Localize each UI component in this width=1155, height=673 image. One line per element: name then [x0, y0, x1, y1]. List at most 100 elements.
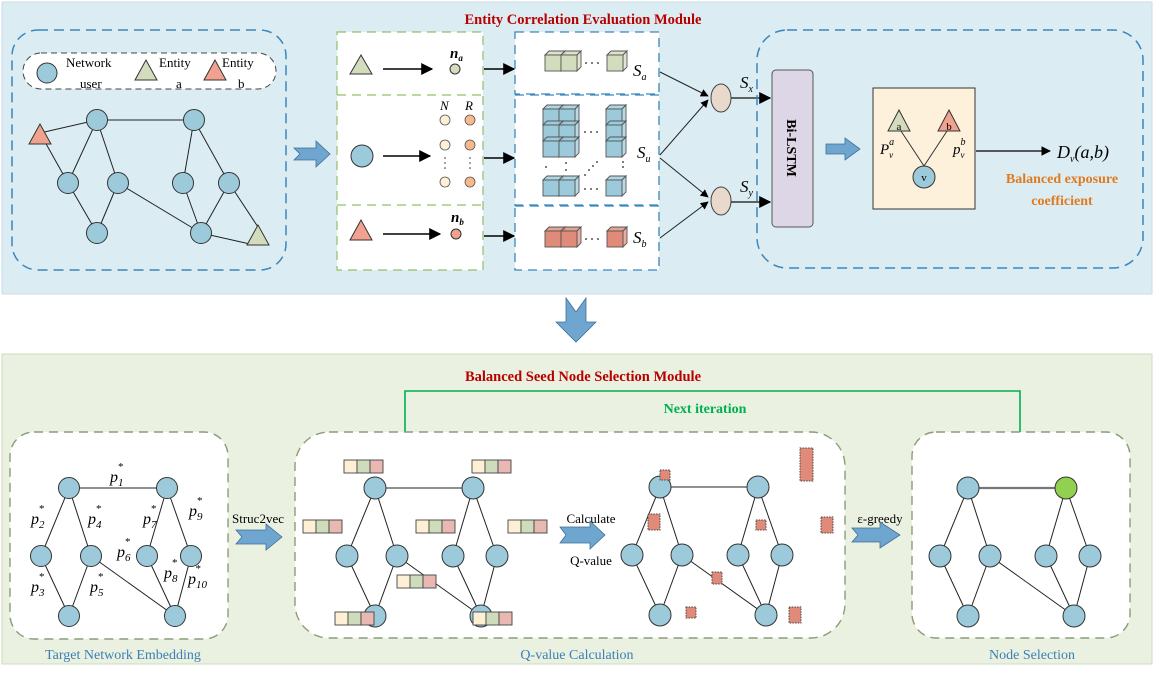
- ellipsis-dot: [622, 161, 624, 163]
- cube: [559, 49, 583, 73]
- user-node: [107, 172, 129, 194]
- ellipsis-dot: [545, 166, 547, 168]
- graph-node: [620, 543, 644, 567]
- n-r-encoding-nodes: [439, 114, 476, 188]
- ellipsis-dot: [592, 165, 594, 167]
- triad-v-label: v: [921, 172, 927, 184]
- edge-label-p6: p6*: [116, 536, 131, 564]
- entity-b-node: [937, 108, 961, 132]
- graph-edge: [374, 487, 398, 557]
- vector-cell: [497, 459, 512, 474]
- graph-edge: [757, 486, 783, 556]
- vector-cell: [315, 519, 330, 534]
- next-iteration-loop: [399, 390, 1021, 444]
- cube: [605, 225, 629, 249]
- s-y-symbol: Sy: [740, 177, 754, 199]
- graph-node: [1078, 544, 1102, 568]
- graph-node: [180, 545, 202, 567]
- ellipsis-dot: [596, 161, 598, 163]
- entity-a-legend-icon: [134, 58, 158, 81]
- ellipsis-dot: [588, 169, 590, 171]
- n-a-symbol: na: [450, 46, 463, 63]
- legend-entity-a-label: Entity: [159, 55, 191, 70]
- graph-edge: [1045, 487, 1067, 557]
- vector-cell: [360, 611, 375, 626]
- block-arrow-right-icon: [825, 137, 861, 161]
- r-column-label: R: [464, 98, 473, 113]
- q-value-bar: [755, 519, 767, 531]
- sequence-u-cubes: [541, 103, 628, 198]
- entity-a-node: [887, 108, 911, 132]
- p-a-symbol: Pva: [879, 137, 894, 160]
- graph-node: [461, 476, 485, 500]
- embedding-vector: [472, 611, 513, 626]
- output-label-2: coefficient: [1031, 194, 1093, 209]
- graph-node: [80, 545, 102, 567]
- user-node: [183, 109, 205, 131]
- vector-cell: [347, 611, 362, 626]
- entity-correlation-module: Entity Correlation Evaluation Module Net…: [1, 1, 1153, 295]
- graph-node: [335, 544, 359, 568]
- edge-probability-labels: p1*p2*p3*p4*p5*p6*p7*p8*p9*p10*: [30, 461, 208, 599]
- edge-label-p5: p5*: [89, 571, 104, 599]
- calculate-label: Calculate: [566, 511, 615, 526]
- graph-node: [363, 476, 387, 500]
- sequence-a-cubes: [543, 49, 629, 73]
- bottom-module-title: Balanced Seed Node Selection Module: [465, 369, 702, 385]
- bilstm-label: Bi-LSTM: [783, 119, 798, 177]
- legend-user-label: Network: [66, 55, 112, 70]
- legend-user-label-2: user: [80, 76, 102, 91]
- next-iteration-label: Next iteration: [664, 402, 747, 417]
- graph-edge: [631, 486, 661, 556]
- vector-cell: [472, 611, 487, 626]
- edge-label-p7: p7*: [142, 503, 157, 531]
- vector-cell: [428, 519, 443, 534]
- merge-arrows: [659, 71, 709, 239]
- merge-node-y: [710, 186, 732, 216]
- selected-seed-node: [1054, 476, 1078, 500]
- top-module-title: Entity Correlation Evaluation Module: [465, 12, 703, 28]
- sequence-b-cubes: [543, 225, 629, 249]
- cube: [557, 135, 581, 159]
- ellipsis-dot: [597, 62, 599, 64]
- edge-label-p9: p9*: [188, 495, 203, 523]
- vector-cell: [484, 459, 499, 474]
- q-value-bar: [711, 571, 723, 585]
- graph-node: [164, 605, 186, 627]
- node-selection-caption: Node Selection: [989, 648, 1075, 663]
- ellipsis-dot: [565, 162, 567, 164]
- graph-node: [441, 544, 465, 568]
- edge-label-p4: p4*: [87, 503, 102, 531]
- entity-b-encoding-node: [450, 228, 462, 240]
- ellipsis-dot: [597, 238, 599, 240]
- ellipsis-dot: [596, 188, 598, 190]
- graph-node: [670, 543, 694, 567]
- egreedy-label: ε-greedy: [857, 511, 903, 526]
- vector-cell: [328, 519, 343, 534]
- graph-node: [956, 604, 980, 628]
- cube: [605, 49, 629, 73]
- edge-label-p1: p1*: [109, 461, 124, 489]
- graph-node: [156, 477, 178, 499]
- ellipsis-dot: [585, 62, 587, 64]
- node-selection-panel: [911, 431, 1131, 639]
- vector-cell: [415, 519, 430, 534]
- input-network-nodes: [28, 109, 270, 246]
- vector-cell: [396, 574, 411, 589]
- encoding-panel: na N R nb: [336, 31, 484, 271]
- qvalue-label: Q-value: [570, 553, 612, 568]
- user-node: [190, 222, 212, 244]
- embedding-vector: [471, 459, 512, 474]
- entity-a-icon: [349, 54, 373, 75]
- network-user-legend-icon: [36, 62, 58, 84]
- block-arrow-down-icon: [555, 296, 597, 343]
- vector-cell: [471, 459, 486, 474]
- vector-cell: [498, 611, 513, 626]
- q-value-bar: [685, 606, 697, 619]
- graph-edge: [452, 487, 474, 557]
- embedding-vector: [302, 519, 343, 534]
- user-node: [218, 172, 240, 194]
- legend-entity-b-label: Entity: [222, 55, 254, 70]
- legend-entity-b-label-2: b: [238, 76, 245, 91]
- graph-node: [1034, 544, 1058, 568]
